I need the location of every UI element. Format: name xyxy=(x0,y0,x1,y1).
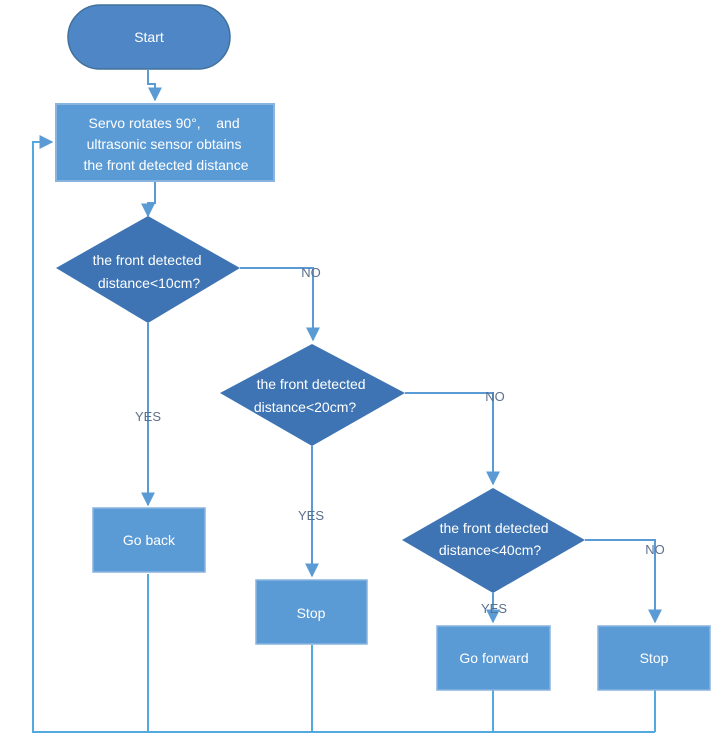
start-label: Start xyxy=(134,29,164,45)
label-d20-yes: YES xyxy=(298,508,324,523)
decision-20cm-shape xyxy=(220,344,405,446)
go-forward-label: Go forward xyxy=(459,650,528,666)
decision-40cm-label: the front detected distance<40cm? xyxy=(439,520,553,558)
label-d10-no: NO xyxy=(301,265,321,280)
stop-2-shape xyxy=(597,625,711,691)
go-back-action-box[interactable]: Go back xyxy=(92,507,206,573)
start-terminal-shape xyxy=(67,4,231,70)
stop-2-label: Stop xyxy=(640,650,669,666)
edge-d10-no xyxy=(240,267,320,342)
go-back-label: Go back xyxy=(123,532,176,548)
go-back-shape xyxy=(92,507,206,573)
go-forward-action-box[interactable]: Go forward xyxy=(436,625,551,691)
decision-40cm-shape xyxy=(402,488,585,593)
label-d40-no: NO xyxy=(645,542,665,557)
decision-10cm-shape xyxy=(56,216,240,323)
label-d40-yes: YES xyxy=(481,601,507,616)
servo-process-box[interactable]: Servo rotates 90°, and ultrasonic sensor… xyxy=(55,103,275,182)
start-terminal[interactable]: Start xyxy=(67,4,231,70)
edge-servo-to-d10 xyxy=(141,182,156,218)
connectors xyxy=(32,70,662,733)
label-d20-no: NO xyxy=(485,389,505,404)
servo-process-shape xyxy=(55,103,275,182)
stop-1-label: Stop xyxy=(297,605,326,621)
edge-d40-no xyxy=(585,539,662,624)
decision-distance-40cm[interactable]: the front detected distance<40cm? xyxy=(402,488,585,593)
edge-labels: NO YES NO YES NO YES xyxy=(135,265,665,616)
edge-start-to-servo xyxy=(147,70,162,102)
decision-distance-20cm[interactable]: the front detected distance<20cm? xyxy=(220,344,405,446)
return-loop-line xyxy=(32,142,656,733)
stop-action-box-1[interactable]: Stop xyxy=(255,579,368,645)
label-d10-yes: YES xyxy=(135,409,161,424)
decision-20cm-label: the front detected distance<20cm? xyxy=(254,376,370,415)
stop-1-shape xyxy=(255,579,368,645)
servo-process-label: Servo rotates 90°, and ultrasonic sensor… xyxy=(84,115,249,173)
decision-10cm-label: the front detected distance<10cm? xyxy=(93,252,206,291)
stop-action-box-2[interactable]: Stop xyxy=(597,625,711,691)
decision-distance-10cm[interactable]: the front detected distance<10cm? xyxy=(56,216,240,323)
edge-d20-no xyxy=(405,392,500,486)
go-forward-shape xyxy=(436,625,551,691)
